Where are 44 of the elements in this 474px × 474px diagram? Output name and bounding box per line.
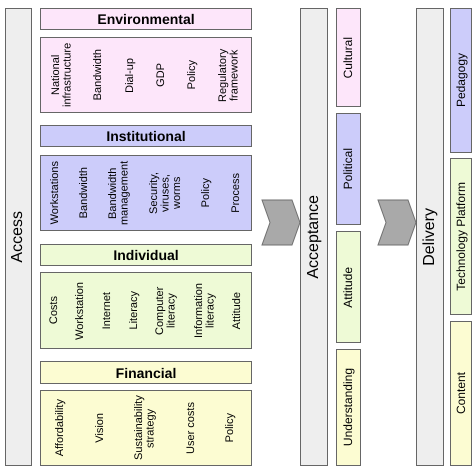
stage-band: Access xyxy=(5,8,32,466)
chevron-arrow xyxy=(377,200,417,246)
stage-band: Acceptance xyxy=(300,8,328,466)
category-label: Technology Platform xyxy=(450,158,472,315)
category-heading: Individual xyxy=(40,244,252,266)
category-heading: Institutional xyxy=(40,125,252,147)
category-label: Attitude xyxy=(336,231,361,343)
factor-label: National infrastructure xyxy=(50,42,74,110)
factor-label: Information literacy xyxy=(194,282,217,340)
category-label: Understanding xyxy=(336,349,361,466)
factor-label: Bandwidth xyxy=(93,49,106,101)
factor-label: Costs xyxy=(48,296,60,325)
factor-label: Process xyxy=(230,173,242,213)
factor-label: Affordability xyxy=(55,399,67,457)
category-label: Cultural xyxy=(336,8,361,107)
factor-label: Dial-up xyxy=(124,58,136,92)
factor-label: Literacy xyxy=(128,291,140,330)
factor-panel xyxy=(40,390,252,466)
factor-label: Policy xyxy=(201,178,213,208)
factor-label: Bandwidth management xyxy=(108,160,132,228)
factor-panel xyxy=(40,272,252,349)
factor-label: Internet xyxy=(102,292,114,330)
category-heading: Environmental xyxy=(40,8,252,30)
category-heading: Financial xyxy=(40,361,252,384)
factor-label: Vision xyxy=(94,413,106,443)
factor-label: Policy xyxy=(186,60,198,90)
category-label: Political xyxy=(336,113,361,225)
stage-band: Delivery xyxy=(416,8,444,466)
factor-panel xyxy=(40,37,252,113)
factor-label: Regulatory framework xyxy=(218,47,242,104)
factor-label: Computer literacy xyxy=(155,285,178,337)
factor-label: Sustainability strategy xyxy=(134,394,158,462)
factor-label: User costs xyxy=(186,402,198,454)
category-label: Pedagogy xyxy=(450,8,472,153)
factor-label: GDP xyxy=(156,63,168,87)
factor-panel xyxy=(40,155,252,231)
factor-label: Workstation xyxy=(75,282,87,340)
factor-label: Workstations xyxy=(50,161,62,225)
factor-label: Bandwidth xyxy=(79,167,91,219)
factor-label: Attitude xyxy=(232,292,244,330)
chevron-arrow xyxy=(261,200,301,246)
factor-label: Security, viruses, worms xyxy=(149,171,184,216)
category-label: Content xyxy=(450,321,472,466)
factor-label: Policy xyxy=(225,413,237,443)
